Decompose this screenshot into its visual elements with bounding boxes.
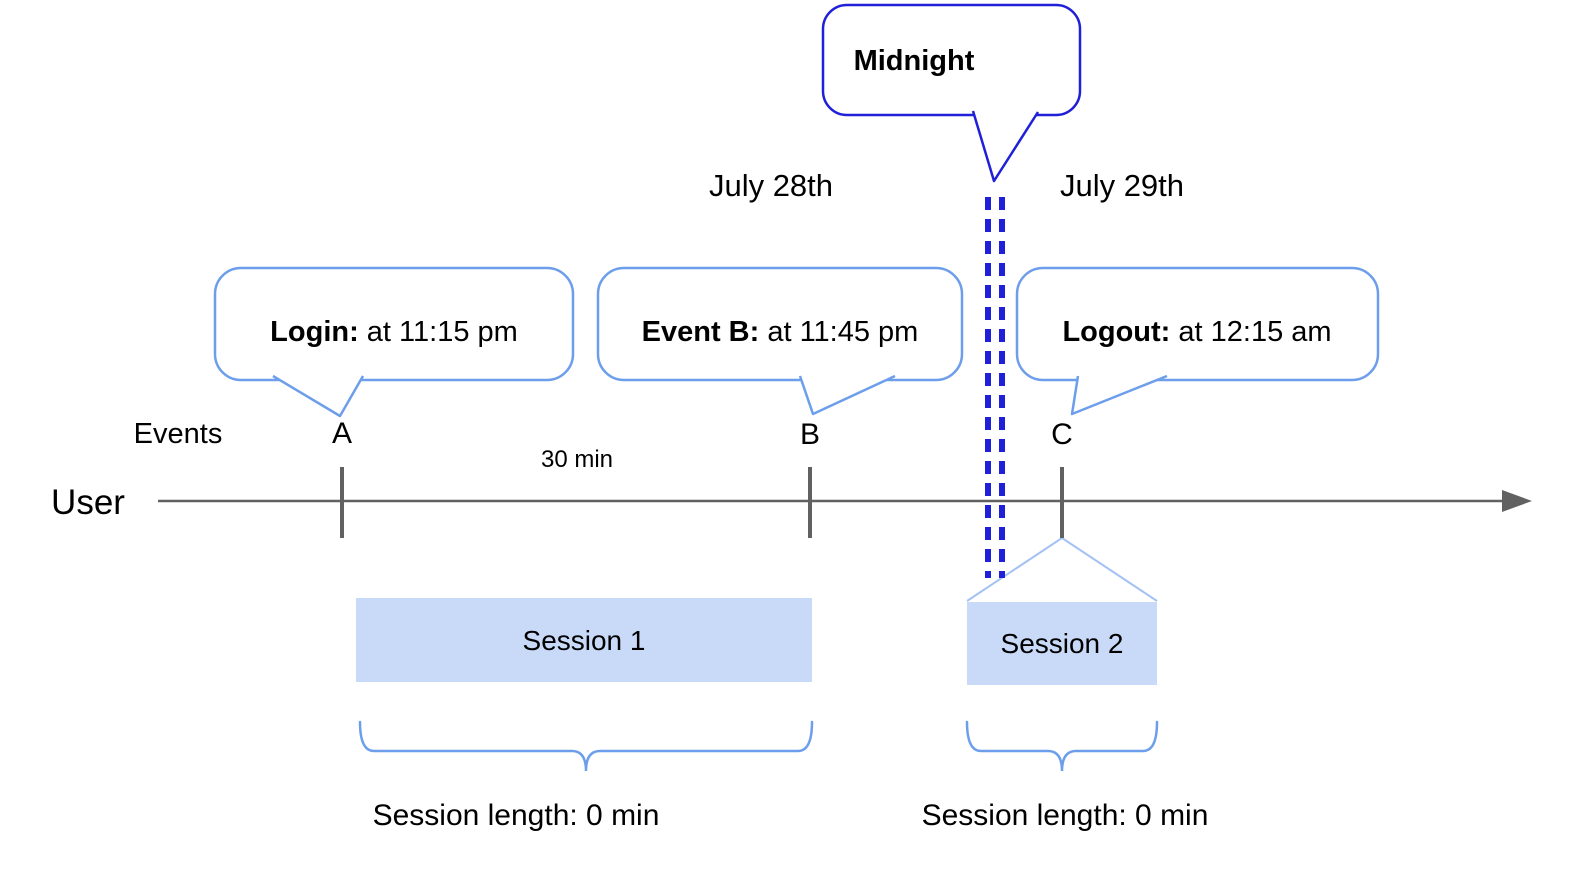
events-row-label: Events [134, 418, 223, 450]
event-a-label: A [332, 417, 352, 450]
logout-callout-label-value: at 12:15 am [1170, 316, 1331, 348]
session1-label: Session 1 [523, 625, 646, 656]
logout-callout-label: Logout: at 12:15 am [1062, 316, 1331, 348]
login-callout-label: Login: at 11:15 pm [270, 316, 518, 348]
session2-box [967, 602, 1157, 685]
session1-box [356, 598, 812, 682]
eventb-callout-tail [798, 374, 896, 416]
login-callout-label-value: at 11:15 pm [359, 316, 518, 348]
eventb-callout-label-bold: Event B: [642, 316, 760, 348]
logout-callout-bubble [1015, 266, 1380, 382]
event-b-label: B [800, 418, 820, 451]
eventb-callout-label: Event B: at 11:45 pm [642, 316, 919, 348]
eventb-callout-label-value: at 11:45 pm [759, 316, 918, 348]
date-label-july-28: July 28th [709, 168, 833, 203]
logout-callout-label-bold: Logout: [1062, 316, 1170, 348]
session1-length-label: Session length: 0 min [373, 799, 660, 832]
midnight-callout-bubble [821, 3, 1082, 117]
session2-length-label: Session length: 0 min [922, 799, 1209, 832]
session2-connector-left [966, 537, 1063, 602]
date-label-july-29: July 29th [1060, 168, 1184, 203]
session2-connector-right [1061, 537, 1158, 602]
session2-brace [965, 720, 1159, 772]
session2-label: Session 2 [1001, 628, 1124, 659]
event-c-label: C [1051, 418, 1073, 451]
login-callout-tail [272, 374, 365, 418]
interval-label-30min: 30 min [541, 446, 613, 473]
login-callout-bubble [213, 266, 575, 382]
midnight-callout-label: Midnight [854, 45, 975, 77]
eventb-callout-bubble [596, 266, 964, 382]
user-row-label: User [51, 483, 125, 522]
timeline-arrowhead-icon [1502, 490, 1532, 512]
session1-brace [358, 720, 814, 772]
logout-callout-tail [1070, 374, 1168, 416]
login-callout-label-bold: Login: [270, 316, 359, 348]
midnight-callout-tail [971, 110, 1040, 183]
